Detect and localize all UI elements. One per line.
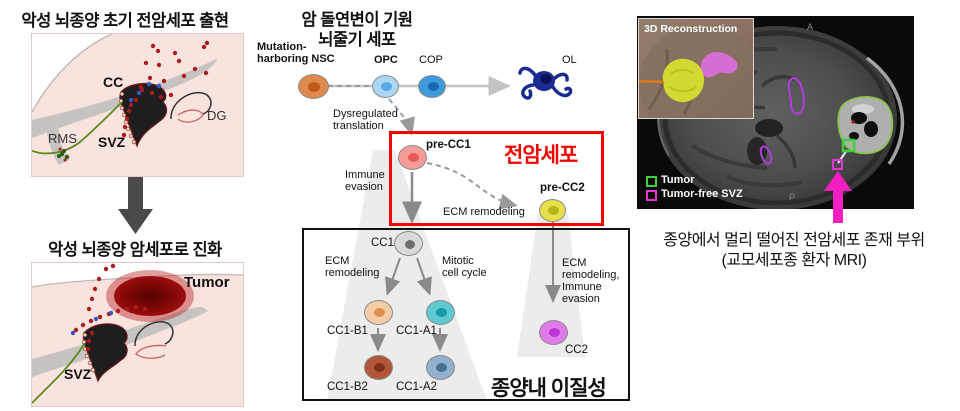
cc1-label: CC1 — [371, 237, 395, 249]
dg-label: DG — [207, 108, 227, 123]
ventricle-shape — [119, 82, 168, 148]
tumor-label: Tumor — [184, 274, 230, 291]
dentate-gyrus-curve — [177, 109, 204, 123]
rms-path-2 — [31, 342, 86, 404]
svz-3d-magenta — [700, 51, 738, 78]
cc1b1-cell — [364, 300, 393, 325]
opc-precc1-dashed-arrow — [388, 98, 416, 136]
cc-label: CC — [103, 74, 124, 90]
dysregulated-label-line2: translation — [333, 120, 384, 132]
cc1a1-cell — [426, 300, 455, 325]
precc1-label: pre-CC1 — [426, 139, 471, 151]
cc1-cell — [394, 231, 423, 256]
mri-caption-line1: 종양에서 멀리 떨어진 전암세포 존재 부위 — [663, 232, 925, 249]
precancer-red-dots — [121, 40, 210, 138]
heterogeneity-black-box — [302, 228, 630, 401]
rms-cluster — [57, 147, 70, 162]
evolution-arrow — [118, 177, 153, 234]
cc1-b1-arrow — [385, 257, 401, 296]
svz-label: SVZ — [98, 134, 126, 150]
cc1a2-label: CC1-A2 — [396, 381, 437, 393]
cc1b1-label: CC1-B1 — [327, 325, 368, 337]
legend-svz-swatch — [646, 190, 657, 201]
cortex-outline — [32, 34, 112, 112]
legend-svz-label: Tumor-free SVZ — [661, 188, 743, 200]
precc2-cell — [539, 199, 566, 222]
3d-reconstruction-render — [638, 25, 763, 145]
mitotic-label-line1: Mitotic — [442, 255, 474, 267]
ol-label: OL — [562, 54, 577, 66]
rms-label: RMS — [48, 131, 77, 146]
pointer-line-orange — [638, 79, 665, 84]
opc-label: OPC — [374, 54, 398, 66]
brain-diagram-early — [31, 33, 218, 165]
brain-panel-early: CC RMS SVZ DG — [31, 33, 244, 177]
svz-pointer-arrow — [824, 171, 852, 223]
brain-panel-tumor: Tumor SVZ — [31, 262, 244, 407]
cop-cell — [418, 75, 446, 98]
immune-evasion-label-line2: evasion — [345, 181, 383, 193]
cc2-cell — [539, 320, 568, 345]
middle-header-line1: 암 돌연변이 기원 — [301, 11, 413, 29]
ventricle-contour-purple — [787, 77, 805, 115]
lineage-connectors — [320, 76, 585, 401]
precancer-blue-dots — [128, 81, 162, 103]
cc1a2-cell — [426, 355, 455, 380]
precancer-blue-dots-2 — [70, 310, 114, 336]
cc2-label: CC2 — [565, 344, 589, 356]
nsc-label-line1: Mutation- — [257, 41, 307, 53]
tumor-3d-yellow — [662, 58, 705, 103]
legend-tumor-label: Tumor — [661, 174, 695, 186]
tumor-mass — [114, 276, 186, 316]
ventricle-shape-2 — [82, 323, 128, 383]
brain-diagram-tumor — [31, 263, 244, 404]
left-top-title: 악성 뇌종양 초기 전암세포 출현 — [21, 12, 229, 30]
branch2-label-line2: remodeling, — [562, 269, 620, 281]
skull-rim — [865, 56, 905, 165]
cc1b2-cell — [364, 355, 393, 380]
precancer-korean-label: 전암세포 — [504, 144, 578, 167]
cortex-outline-2 — [32, 263, 243, 287]
ecm-label-line1: ECM — [325, 255, 350, 267]
hippocampus-arc — [170, 91, 212, 120]
hippocampus-arc-2 — [134, 321, 174, 347]
mri-caption-line2: (교모세포종 환자 MRI) — [721, 252, 867, 269]
cop-label: COP — [419, 54, 443, 66]
dysregulated-label-line1: Dysregulated — [333, 108, 398, 120]
cc1a1-label: CC1-A1 — [396, 325, 437, 337]
orientation-p: P — [789, 192, 796, 202]
precc1-cell — [398, 145, 427, 170]
legend-tumor-swatch — [646, 176, 657, 187]
tumor-marker-square — [841, 138, 856, 153]
orientation-a: A — [807, 22, 814, 32]
ecm-remodeling-label: ECM remodeling — [443, 206, 525, 218]
cc1b2-label: CC1-B2 — [327, 381, 368, 393]
ecm-label-line2: remodeling — [325, 267, 380, 279]
rms-path — [31, 101, 123, 155]
cc1-a1-arrow — [416, 257, 432, 296]
mitotic-label-line2: cell cycle — [442, 267, 487, 279]
3d-reconstruction-inset: 3D Reconstruction — [638, 18, 763, 145]
immune-evasion-label-line1: Immune — [345, 169, 385, 181]
precancer-red-box — [389, 131, 604, 226]
svz-label-2: SVZ — [64, 366, 92, 382]
oligodendrocyte-icon — [518, 66, 573, 100]
tumor-red-dot — [851, 120, 855, 124]
svz-cell-dots-2 — [81, 332, 96, 373]
ventricle-contour-purple-2 — [759, 145, 773, 165]
left-bottom-title: 악성 뇌종양 암세포로 진화 — [48, 241, 222, 259]
nsc-label-line2: harboring NSC — [257, 53, 335, 65]
inset-title: 3D Reconstruction — [644, 23, 738, 35]
precc2-label: pre-CC2 — [540, 182, 585, 194]
dentate-gyrus-curve-2 — [135, 344, 167, 359]
branch2-label-line3: Immune — [562, 281, 602, 293]
branch2-label-line1: ECM — [562, 257, 587, 269]
heterogeneity-label: 종양내 이질성 — [491, 377, 607, 400]
nsc-cell — [298, 74, 329, 99]
branch2-label-line4: evasion — [562, 293, 600, 305]
opc-cell — [372, 75, 399, 98]
precancer-red-dots-2 — [73, 263, 148, 352]
middle-header-line2: 뇌줄기 세포 — [318, 31, 396, 49]
svz-marker-square — [832, 159, 843, 170]
